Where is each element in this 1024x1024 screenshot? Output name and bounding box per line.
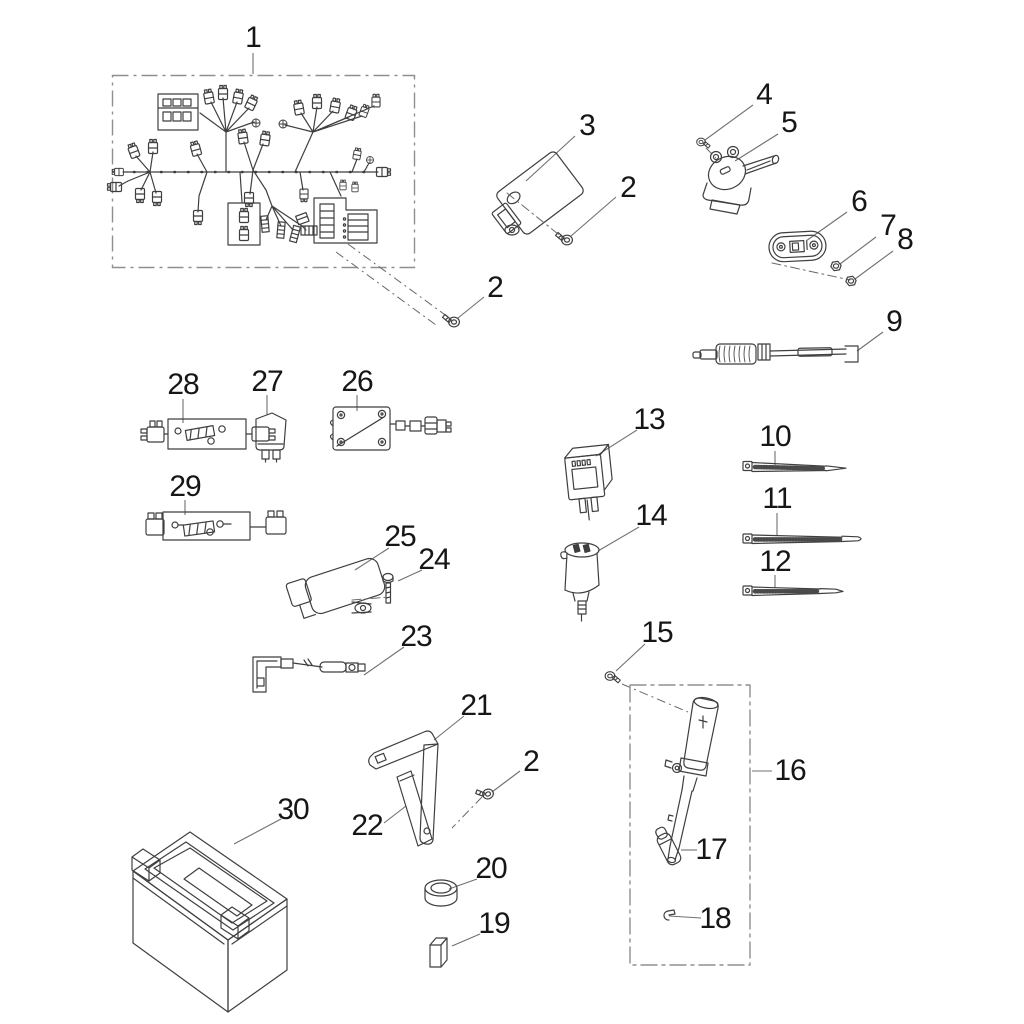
- part-label-27: 27: [251, 365, 283, 398]
- cable-tie-11: [742, 533, 862, 545]
- part-label-5: 5: [781, 106, 798, 139]
- part-label-1: 1: [245, 21, 262, 54]
- part-label-25: 25: [384, 520, 416, 553]
- lead-23: [252, 656, 366, 693]
- screw-2c-axis: [451, 796, 483, 829]
- harness-connector-box: [295, 197, 378, 244]
- part-label-2c: 2: [523, 745, 540, 778]
- part-label-3: 3: [579, 109, 596, 142]
- speed-sensor-assembly: [629, 684, 751, 966]
- part-label-6: 6: [851, 185, 868, 218]
- grommet-20: [424, 879, 458, 907]
- fuse-assy-29: [145, 510, 287, 541]
- fuse-assy-28: [140, 418, 276, 450]
- part-label-21: 21: [460, 689, 492, 722]
- screw-2b: [442, 313, 460, 328]
- cap-17: [655, 826, 682, 866]
- cable-9: [692, 343, 859, 365]
- part-label-24: 24: [418, 543, 450, 576]
- ignition-coil: [285, 557, 391, 619]
- part-label-4: 4: [756, 78, 773, 111]
- diode-assy: [768, 230, 851, 281]
- nut-7: [829, 259, 843, 273]
- part-label-18: 18: [699, 902, 731, 935]
- part-label-30: 30: [277, 793, 309, 826]
- bracket-21: [368, 730, 439, 845]
- part-label-2b: 2: [487, 271, 504, 304]
- part-label-22: 22: [351, 809, 383, 842]
- part-label-15: 15: [641, 616, 673, 649]
- part-label-28: 28: [167, 368, 199, 401]
- nut-8: [844, 274, 858, 288]
- screw-2c: [474, 784, 496, 804]
- flasher-relay: [564, 443, 613, 521]
- wiring-harness: [106, 74, 449, 326]
- screw-15-axis: [621, 683, 689, 713]
- harness-fuse-block: [157, 93, 199, 131]
- part-label-29: 29: [169, 470, 201, 503]
- part-label-14: 14: [635, 499, 667, 532]
- leader-lines: [182, 53, 894, 947]
- pad-19: [429, 937, 448, 968]
- cable-tie-12: [742, 585, 844, 597]
- cable-tie-10: [742, 460, 847, 473]
- part-label-20: 20: [475, 852, 507, 885]
- part-label-7: 7: [880, 209, 897, 242]
- part-label-19: 19: [478, 907, 510, 940]
- harness-branches: [118, 97, 379, 231]
- part-label-2a: 2: [620, 171, 637, 204]
- battery: [131, 831, 288, 1013]
- ignition-switch: [702, 145, 780, 215]
- part-label-16: 16: [774, 754, 806, 787]
- part-label-12: 12: [759, 545, 791, 578]
- part-label-11: 11: [762, 482, 792, 515]
- part-label-8: 8: [897, 223, 914, 256]
- relay: [255, 412, 287, 463]
- sensor-14: [560, 542, 600, 622]
- screw-4: [696, 137, 711, 149]
- part-label-26: 26: [341, 365, 373, 398]
- cdi-unit: [491, 151, 584, 239]
- part-label-17: 17: [695, 833, 727, 866]
- part-label-9: 9: [886, 305, 903, 338]
- assembly-axis-lines: [335, 243, 449, 326]
- rectifier: [329, 406, 452, 451]
- screw-4-axis: [705, 147, 717, 159]
- clip-18: [663, 909, 676, 921]
- part-label-23: 23: [400, 620, 432, 653]
- part-label-10: 10: [759, 420, 791, 453]
- plate-22: [396, 770, 433, 847]
- harness-inner-box: [227, 202, 261, 246]
- part-label-13: 13: [633, 403, 665, 436]
- screw-15: [604, 671, 621, 684]
